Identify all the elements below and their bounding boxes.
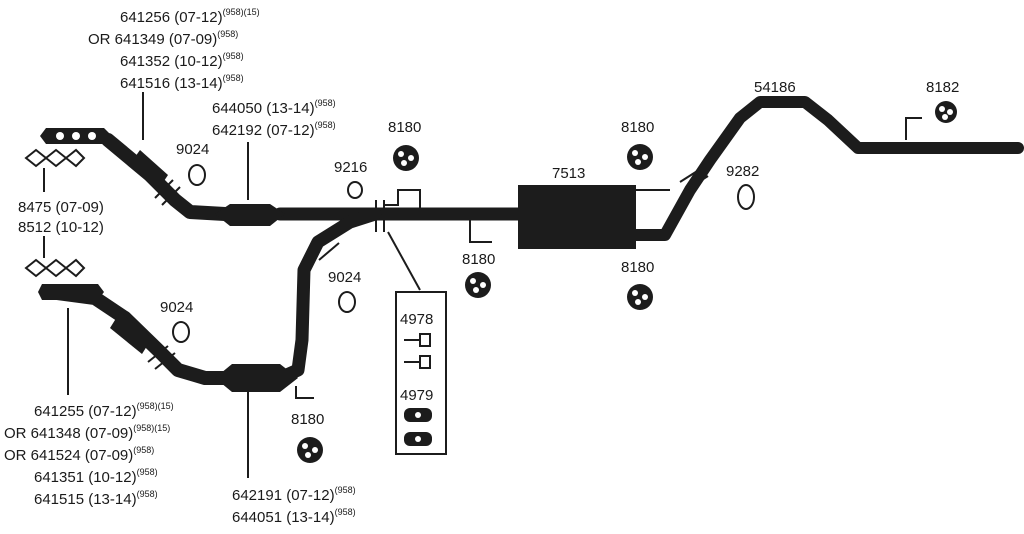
label-hanger-under-pipe: 8180 (462, 251, 495, 268)
svg-text:644051 (13-14)(958): 644051 (13-14)(958) (232, 507, 356, 526)
hanger-lower-icon[interactable] (297, 437, 323, 463)
label-hanger-muffler-top: 8180 (621, 119, 654, 136)
label-clamp-mid: 9024 (328, 269, 361, 286)
hanger-bracket-tail (905, 117, 922, 140)
hanger-bracket-lower (295, 386, 314, 399)
label-clamp-upper: 9024 (176, 141, 209, 158)
label-hanger-lower: 8180 (291, 411, 324, 428)
upper-manifold-pipe (101, 133, 232, 221)
hanger-bracket-under-pipe (469, 220, 492, 243)
upper-gasket-outline-icon (24, 148, 86, 168)
hardware-box[interactable] (395, 291, 447, 455)
ring-small-icon[interactable] (347, 181, 363, 199)
svg-text:641256 (07-12)(958)(15): 641256 (07-12)(958)(15) (120, 7, 260, 26)
svg-text:OR 641524 (07-09)(958): OR 641524 (07-09)(958) (4, 445, 154, 464)
hanger-muffler-top-icon[interactable] (627, 144, 653, 170)
label-hanger-muffler-bottom: 8180 (621, 259, 654, 276)
lower-cat-callout: 642191 (07-12)(958) 644051 (13-14)(958) (232, 485, 356, 526)
svg-text:642192 (07-12)(958): 642192 (07-12)(958) (212, 120, 336, 139)
label-hanger-tail: 8182 (926, 79, 959, 96)
clamp-mid-icon[interactable] (311, 235, 340, 261)
svg-text:641352 (10-12)(958): 641352 (10-12)(958) (120, 51, 244, 70)
lower-left-callout: 641255 (07-12)(958)(15) OR 641348 (07-09… (4, 401, 174, 508)
svg-text:641515 (13-14)(958): 641515 (13-14)(958) (34, 489, 158, 508)
label-muffler: 7513 (552, 165, 585, 182)
label-box-bottom: 4979 (400, 387, 433, 404)
gasket-callout: 8475 (07-09) 8512 (10-12) (18, 199, 104, 236)
clamp-rear-icon[interactable] (679, 167, 709, 191)
muffler-outlet-pipe (629, 96, 1024, 241)
clamp-main-icon[interactable] (375, 189, 421, 232)
svg-text:OR 641348 (07-09)(958)(15): OR 641348 (07-09)(958)(15) (4, 423, 170, 442)
upper-cat-callout: 644050 (13-14)(958) 642192 (07-12)(958) (212, 98, 336, 139)
svg-text:8475 (07-09): 8475 (07-09) (18, 199, 104, 216)
svg-text:641255 (07-12)(958)(15): 641255 (07-12)(958)(15) (34, 401, 174, 420)
ring-lower-icon[interactable] (172, 321, 190, 343)
muffler[interactable] (518, 185, 636, 249)
leader-box (387, 231, 421, 291)
spring-gasket-icon (404, 408, 432, 446)
lower-y-pipe (273, 207, 382, 385)
upper-manifold-gasket-icon (40, 128, 110, 144)
label-clamp-lower: 9024 (160, 299, 193, 316)
svg-text:642191 (07-12)(958): 642191 (07-12)(958) (232, 485, 356, 504)
hanger-muffler-bottom-icon[interactable] (627, 284, 653, 310)
svg-text:644050 (13-14)(958): 644050 (13-14)(958) (212, 98, 336, 117)
bolt-icon (404, 333, 431, 369)
lower-manifold-flange-icon (38, 284, 104, 300)
svg-text:641516 (13-14)(958): 641516 (13-14)(958) (120, 73, 244, 92)
label-ring-small: 9216 (334, 159, 367, 176)
hanger-upper-mid-icon[interactable] (393, 145, 419, 171)
label-clamp-rear: 9282 (726, 163, 759, 180)
hanger-tail-icon[interactable] (935, 101, 957, 123)
lower-catalytic-converter[interactable] (215, 364, 298, 392)
ring-mid-icon[interactable] (338, 291, 356, 313)
clamp-upper-icon[interactable] (154, 179, 181, 206)
label-hanger-upper-mid: 8180 (388, 119, 421, 136)
lower-gasket-outline-icon (24, 258, 86, 278)
label-tailpipe: 54186 (754, 79, 796, 96)
label-box-top: 4978 (400, 311, 433, 328)
svg-text:641351 (10-12)(958): 641351 (10-12)(958) (34, 467, 158, 486)
upper-catalytic-converter[interactable] (215, 204, 285, 226)
upper-left-callout: 641256 (07-12)(958)(15) OR 641349 (07-09… (88, 7, 260, 92)
svg-text:OR 641349 (07-09)(958): OR 641349 (07-09)(958) (88, 29, 238, 48)
lower-manifold-pipe (43, 285, 232, 385)
svg-text:8512 (10-12): 8512 (10-12) (18, 219, 104, 236)
clamp-lower-icon[interactable] (147, 345, 176, 370)
ring-rear-icon[interactable] (737, 184, 755, 210)
ring-upper-icon[interactable] (188, 164, 206, 186)
hanger-under-pipe-icon[interactable] (465, 272, 491, 298)
